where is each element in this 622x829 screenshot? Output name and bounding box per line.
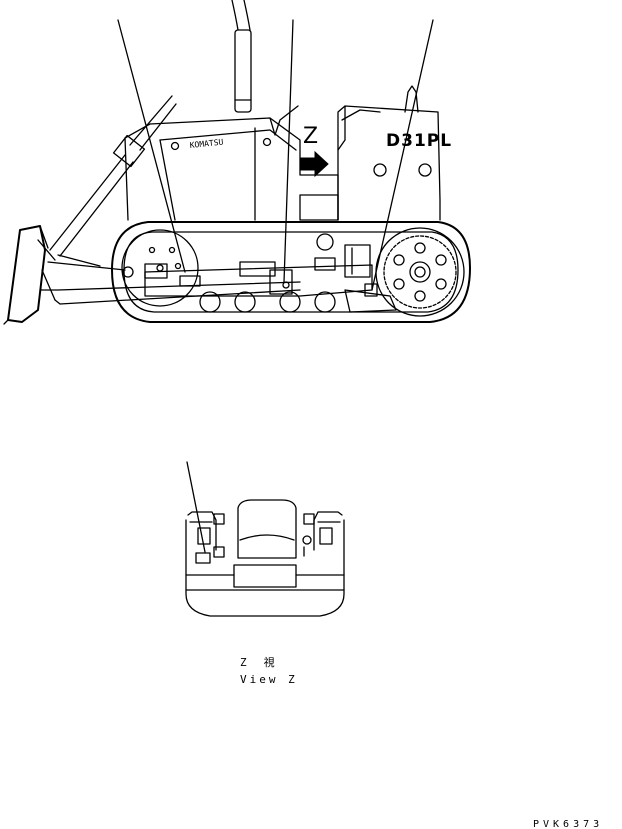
bulldozer-front-view bbox=[185, 461, 345, 617]
leader-line-middle bbox=[283, 19, 294, 283]
idler-wheel bbox=[121, 229, 199, 307]
view-caption: Z 視 View Z bbox=[240, 655, 298, 686]
track-assembly bbox=[111, 221, 471, 323]
sprocket-wheel bbox=[375, 227, 465, 317]
operator-cab: D31PL bbox=[299, 85, 452, 221]
model-plate: D31PL bbox=[386, 131, 452, 151]
brand-text: KOMATSU bbox=[189, 137, 224, 149]
leader-line-left bbox=[117, 19, 186, 273]
leader-line-right bbox=[371, 19, 434, 291]
bulldozer-side-view: KOMATSU D31PL Z bbox=[3, 0, 471, 325]
arrow-right-icon bbox=[299, 150, 329, 178]
leader-line-front bbox=[186, 461, 206, 553]
exhaust-stack bbox=[231, 0, 252, 113]
drawing-reference: PVK6373 bbox=[533, 819, 603, 829]
view-caption-jp: Z 視 bbox=[240, 655, 278, 669]
view-letter: Z bbox=[303, 124, 318, 149]
leader-lines-top bbox=[117, 19, 434, 291]
dozer-blade bbox=[3, 95, 301, 325]
view-caption-en: View Z bbox=[240, 673, 298, 686]
operator-seat bbox=[237, 499, 297, 559]
view-z-marker: Z bbox=[299, 124, 329, 178]
